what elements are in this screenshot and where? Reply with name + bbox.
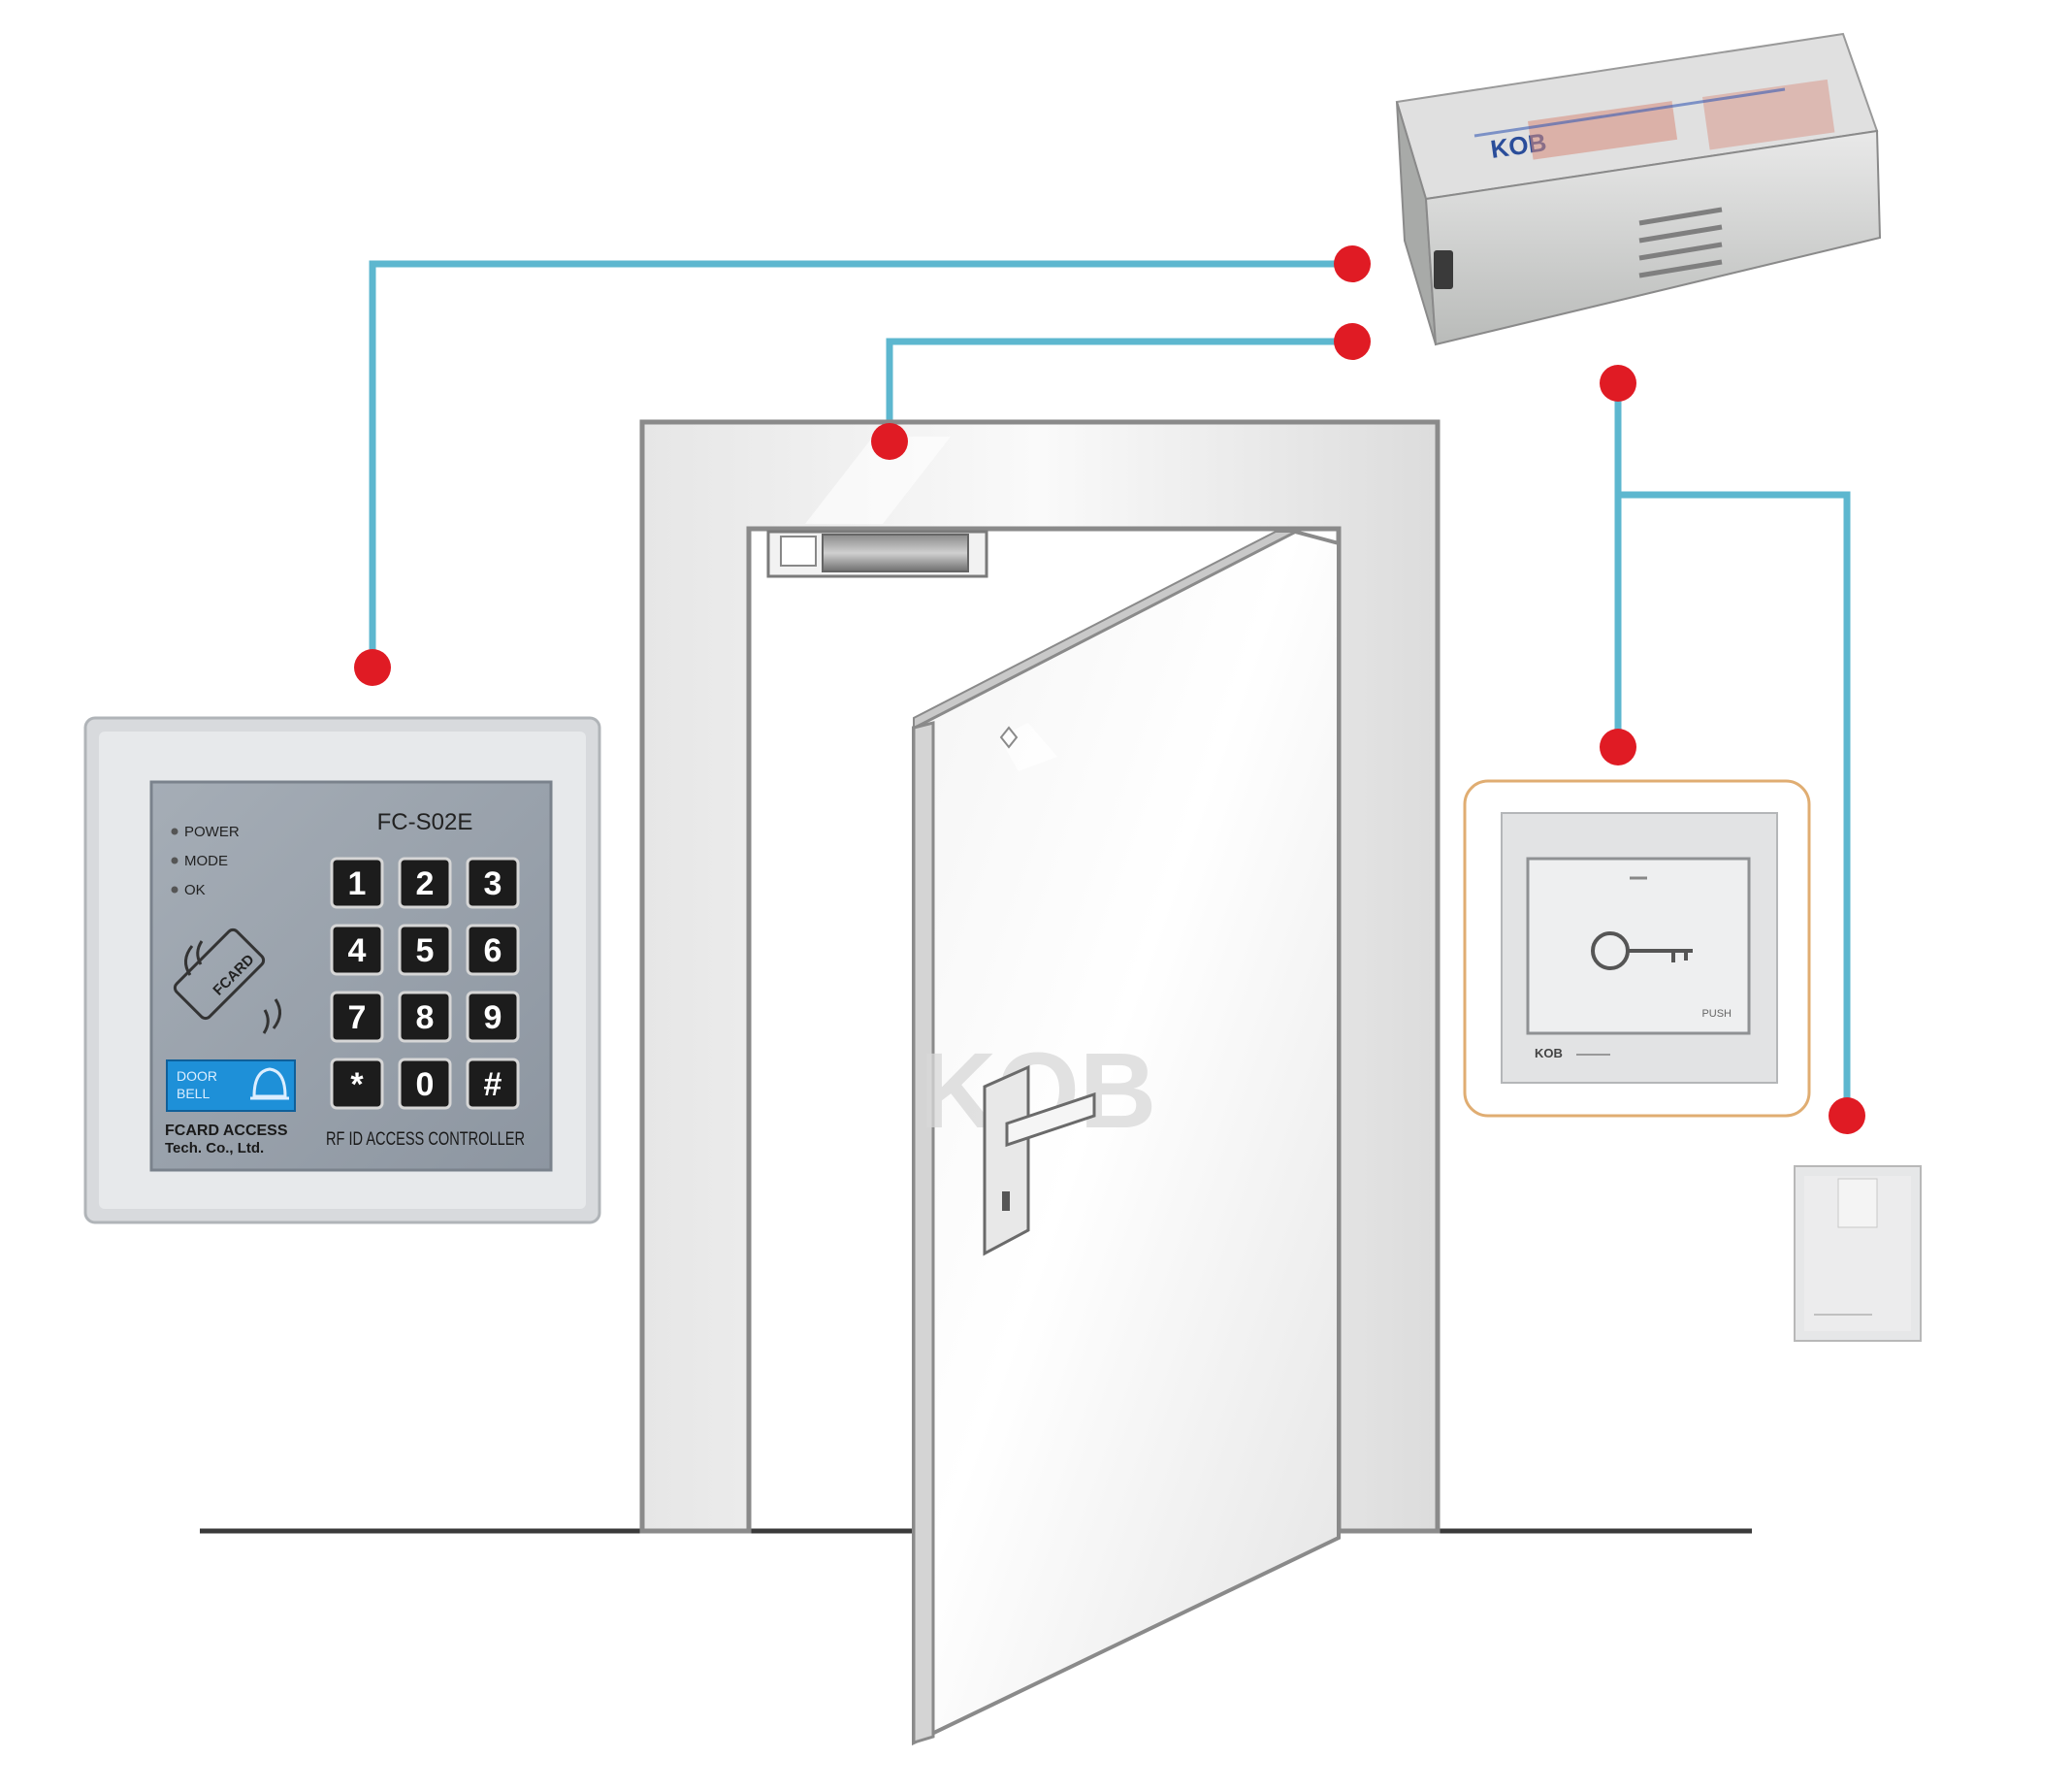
terminal-keypad bbox=[354, 649, 391, 686]
terminal-exit-button bbox=[1600, 729, 1636, 765]
keypad-key: 1 bbox=[330, 857, 384, 909]
keypad-key: 8 bbox=[398, 991, 452, 1043]
led-mode-label: MODE bbox=[184, 853, 228, 869]
keypad-model: FC-S02E bbox=[377, 809, 473, 835]
keypad-key: 9 bbox=[466, 991, 520, 1043]
bell-icon bbox=[252, 1067, 287, 1098]
terminal-psu-2 bbox=[1334, 323, 1371, 360]
keypad-key: 3 bbox=[466, 857, 520, 909]
keypad-key-label: 1 bbox=[348, 865, 367, 902]
keypad-key-label: 4 bbox=[348, 932, 367, 969]
keypad-leds: POWER MODE OK bbox=[171, 824, 240, 898]
exit-button-label: PUSH bbox=[1701, 1008, 1732, 1020]
terminal-sensor bbox=[1829, 1097, 1865, 1134]
led-ok-label: OK bbox=[184, 882, 206, 898]
magnetic-lock bbox=[766, 530, 988, 578]
wire-keypad-to-psu bbox=[369, 260, 1352, 668]
door-hinge-mark bbox=[999, 726, 1019, 749]
keypad-key-label: 5 bbox=[416, 932, 435, 969]
keypad-device: FC-S02E POWER MODE OK FCARD DOOR BELL FC… bbox=[83, 716, 601, 1224]
psu-port bbox=[1434, 250, 1453, 289]
keypad-keys: 1 2 3 4 5 6 7 8 9 * 0 # bbox=[330, 857, 520, 1110]
keypad-key-label: 7 bbox=[348, 999, 367, 1036]
terminals bbox=[354, 245, 1865, 1134]
exit-button-device: PUSH KOB bbox=[1463, 779, 1811, 1118]
led-power-label: POWER bbox=[184, 824, 240, 840]
keypad-key: 2 bbox=[398, 857, 452, 909]
keypad-key: * bbox=[330, 1058, 384, 1110]
wire-psu-to-sensor bbox=[1618, 491, 1851, 1116]
keypad-key-label: 2 bbox=[416, 865, 435, 902]
terminal-psu-1 bbox=[1334, 245, 1371, 282]
wires bbox=[369, 260, 1851, 1116]
brand-line-2: Tech. Co., Ltd. bbox=[165, 1140, 264, 1156]
doorbell-button: DOOR BELL bbox=[166, 1059, 296, 1112]
keypad-key: # bbox=[466, 1058, 520, 1110]
keypad-key: 5 bbox=[398, 924, 452, 976]
door-handle bbox=[983, 1064, 1096, 1256]
keypad-key-label: 8 bbox=[416, 999, 435, 1036]
doorbell-line1: DOOR bbox=[177, 1068, 217, 1084]
doorbell-line2: BELL bbox=[177, 1086, 210, 1101]
keypad-caption: RF ID ACCESS CONTROLLER bbox=[326, 1129, 525, 1150]
key-icon bbox=[1591, 931, 1693, 970]
terminal-lock bbox=[871, 423, 908, 460]
door-leaf: KOB bbox=[912, 529, 1341, 1746]
wire-lock-to-psu bbox=[886, 338, 1352, 441]
keypad-key: 4 bbox=[330, 924, 384, 976]
keypad-key-label: 9 bbox=[484, 999, 502, 1036]
keypad-key-label: 0 bbox=[416, 1066, 435, 1103]
keypad-key: 0 bbox=[398, 1058, 452, 1110]
terminal-psu-3 bbox=[1600, 365, 1636, 402]
keypad-key: 7 bbox=[330, 991, 384, 1043]
keypad-key-label: # bbox=[484, 1066, 502, 1103]
psu-vents bbox=[1638, 207, 1723, 278]
keypad-key-label: 6 bbox=[484, 932, 502, 969]
psu-label-red bbox=[1527, 101, 1678, 160]
exit-button-brand: KOB bbox=[1535, 1046, 1563, 1060]
brand-line-1: FCARD ACCESS bbox=[165, 1123, 288, 1139]
keypad-key-label: * bbox=[350, 1066, 364, 1103]
door-sensor-device bbox=[1794, 1165, 1922, 1342]
keypad-key: 6 bbox=[466, 924, 520, 976]
keypad-key-label: 3 bbox=[484, 865, 502, 902]
power-supply-box: KOB bbox=[1395, 32, 1882, 346]
door-frame bbox=[639, 419, 1441, 1534]
